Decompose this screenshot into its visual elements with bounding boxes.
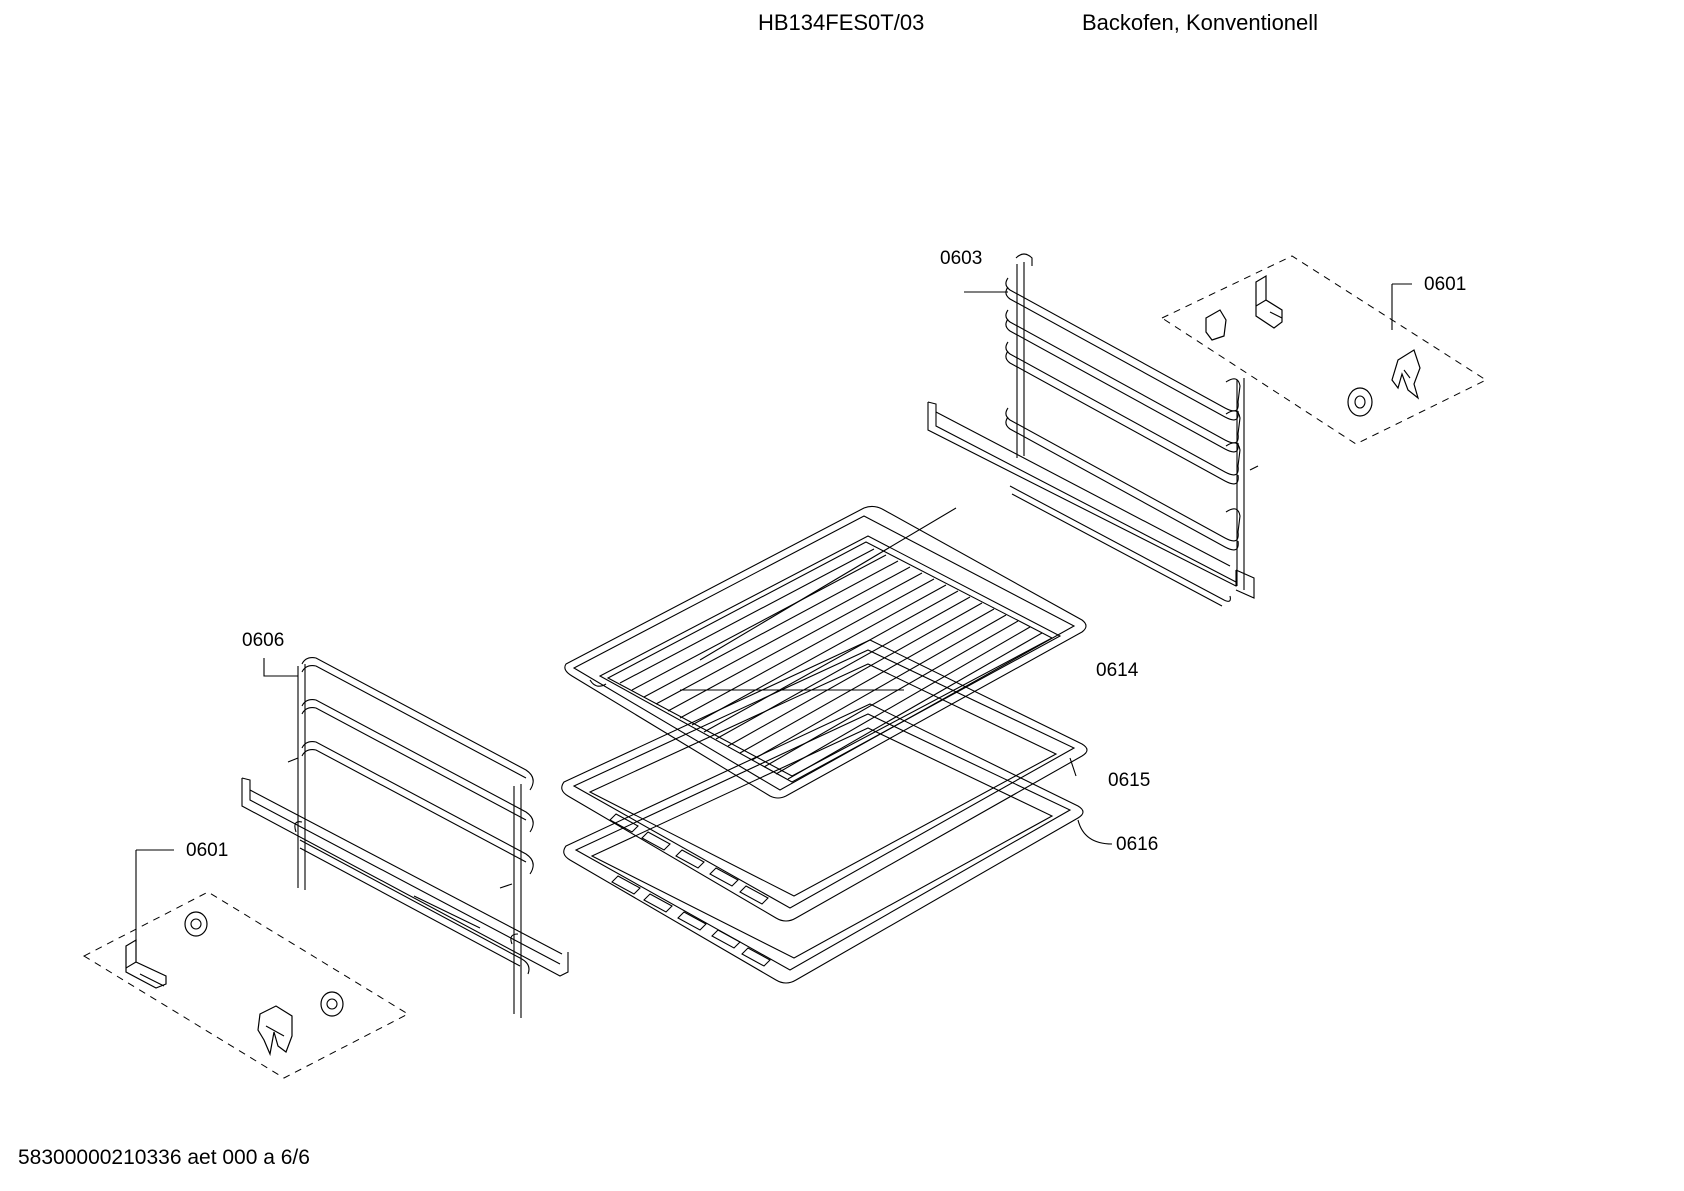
leader-0615 bbox=[1069, 757, 1077, 777]
leader-0601-left bbox=[135, 849, 174, 942]
model-number: HB134FES0T/03 bbox=[758, 10, 925, 35]
document-code: 58300000210336 aet 000 a 6/6 bbox=[18, 1146, 310, 1169]
leader-0616 bbox=[1077, 819, 1113, 845]
label-0615: 0615 bbox=[1108, 770, 1150, 791]
label-0614: 0614 bbox=[1096, 660, 1139, 681]
product-type: Backofen, Konventionell bbox=[1082, 10, 1319, 35]
leader-0606 bbox=[263, 658, 298, 677]
right-small-parts-0601 bbox=[1160, 255, 1488, 445]
leader-0601-right bbox=[1391, 283, 1412, 330]
baking-tray-0615 bbox=[561, 639, 1088, 922]
label-0601-right: 0601 bbox=[1424, 274, 1466, 295]
baking-tray-0616 bbox=[563, 703, 1084, 984]
label-0606: 0606 bbox=[242, 630, 284, 651]
left-small-parts-0601 bbox=[82, 891, 410, 1079]
label-0603: 0603 bbox=[940, 248, 982, 269]
label-0616: 0616 bbox=[1116, 834, 1158, 855]
right-side-rail-0603 bbox=[927, 253, 1259, 607]
left-side-rail-0606 bbox=[241, 657, 569, 1018]
label-0601-left: 0601 bbox=[186, 840, 228, 861]
grid-shelf-0614 bbox=[564, 505, 1087, 799]
